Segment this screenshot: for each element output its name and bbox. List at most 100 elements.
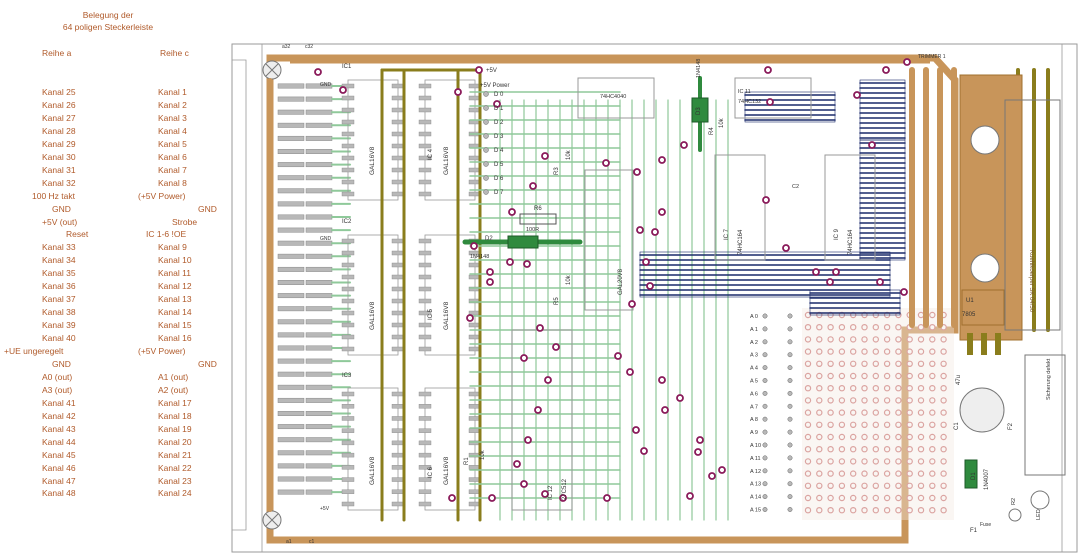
connector-pad: [277, 96, 305, 102]
chip-label-ic7: IC 7: [724, 228, 730, 240]
ic-pin: [341, 286, 355, 292]
connector-pad: [277, 83, 305, 89]
ic-socket: [347, 79, 399, 201]
part-label-r6: R6: [534, 206, 542, 212]
part-label-r4: R4: [709, 127, 715, 135]
legend-row-c: GND: [198, 358, 217, 369]
perf-hole: [872, 421, 880, 428]
connector-pad: [277, 293, 305, 299]
perf-hole: [861, 372, 868, 380]
ic-pin: [418, 501, 432, 507]
heatsink-outline: [1004, 99, 1061, 331]
perf-hole: [895, 348, 902, 355]
diode-d1: [964, 459, 978, 489]
addr-line-label: A 3: [750, 353, 758, 359]
perf-hole: [827, 336, 834, 343]
perf-hole: [917, 470, 925, 477]
addr-pad: [762, 416, 768, 422]
legend-row-c: Strobe: [172, 216, 198, 227]
perf-hole: [827, 507, 834, 514]
legend-row-a: Kanal 37: [42, 294, 76, 305]
connector-pad: [277, 188, 305, 194]
ic-pin: [391, 274, 405, 280]
connector-pad: [305, 411, 333, 416]
regulator-pin: [967, 333, 973, 355]
perf-hole: [940, 421, 947, 428]
regulator-pin: [981, 333, 987, 355]
plus5v-label: +5V: [320, 506, 330, 512]
perf-hole: [804, 360, 812, 367]
connector-pad: [305, 280, 333, 285]
perf-hole: [850, 324, 857, 331]
addr-pad: [762, 494, 768, 500]
via: [640, 447, 648, 455]
legend-row-c: Kanal 17: [158, 397, 192, 408]
legend-row-c: Kanal 3: [158, 112, 187, 123]
perf-hole: [940, 409, 947, 416]
via: [536, 324, 544, 332]
part-label-r4-value: 10k: [719, 117, 725, 128]
perf-hole: [872, 324, 880, 331]
ic-socket: [584, 169, 634, 311]
part-label-c1: C1: [954, 422, 960, 430]
addr-pad: [762, 468, 768, 474]
perf-hole: [917, 507, 925, 514]
data-pad: [483, 105, 489, 111]
addr-pad: [762, 352, 768, 358]
perf-hole: [850, 507, 857, 514]
legend-row-a: Kanal 39: [42, 320, 76, 331]
perf-hole: [906, 385, 913, 392]
perf-hole: [850, 336, 857, 343]
ic-pin: [391, 107, 405, 113]
perf-hole: [816, 409, 823, 416]
legend-row-c: Kanal 24: [158, 488, 192, 499]
legend-row-a: Kanal 48: [42, 488, 76, 499]
perf-hole: [883, 458, 891, 465]
addr-pad: [762, 390, 768, 396]
perf-hole: [872, 397, 880, 404]
perf-hole: [861, 336, 868, 343]
part-label-r6-value: 100R: [526, 227, 539, 233]
gal-label: GAL16V8: [443, 456, 450, 485]
perf-hole: [850, 360, 857, 367]
perf-hole: [838, 336, 846, 343]
connector-pad: [277, 135, 305, 141]
connector-pad: [305, 149, 333, 154]
perf-hole: [804, 336, 812, 343]
connector-pad: [277, 253, 305, 259]
perf-hole: [872, 446, 880, 453]
perf-hole: [816, 446, 823, 453]
via: [696, 436, 704, 444]
perf-hole: [861, 421, 868, 428]
addr-pad: [787, 507, 793, 512]
ic-pin: [391, 143, 405, 149]
via: [559, 494, 567, 502]
chip-label-ic12: IC 12: [548, 485, 554, 500]
perf-hole: [940, 470, 947, 477]
part-label-r3: R3: [554, 167, 560, 175]
via: [466, 314, 474, 322]
addr-line-label: A 15: [750, 508, 761, 514]
connector-pad: [305, 214, 333, 220]
via: [676, 394, 684, 402]
perf-hole: [872, 409, 880, 416]
connector-pad: [305, 332, 333, 338]
via: [486, 278, 494, 286]
gal-label: GAL16V8: [369, 301, 376, 330]
ic-pin: [418, 465, 432, 470]
legend-row-a: A3 (out): [42, 384, 73, 395]
legend-row-a: Kanal 26: [42, 99, 76, 110]
perf-hole: [804, 507, 812, 514]
addr-pad: [762, 313, 768, 319]
legend-col-c-header: Reihe c: [160, 48, 189, 58]
perf-hole: [940, 372, 947, 380]
via: [661, 406, 669, 414]
connector-pad: [277, 240, 305, 246]
perf-hole: [850, 433, 857, 441]
connector-pad: [305, 489, 333, 495]
perf-hole: [906, 470, 913, 477]
connector-pad: [305, 397, 333, 403]
addr-pad: [762, 507, 768, 512]
ic-pin: [391, 83, 405, 89]
perf-hole: [906, 482, 913, 489]
